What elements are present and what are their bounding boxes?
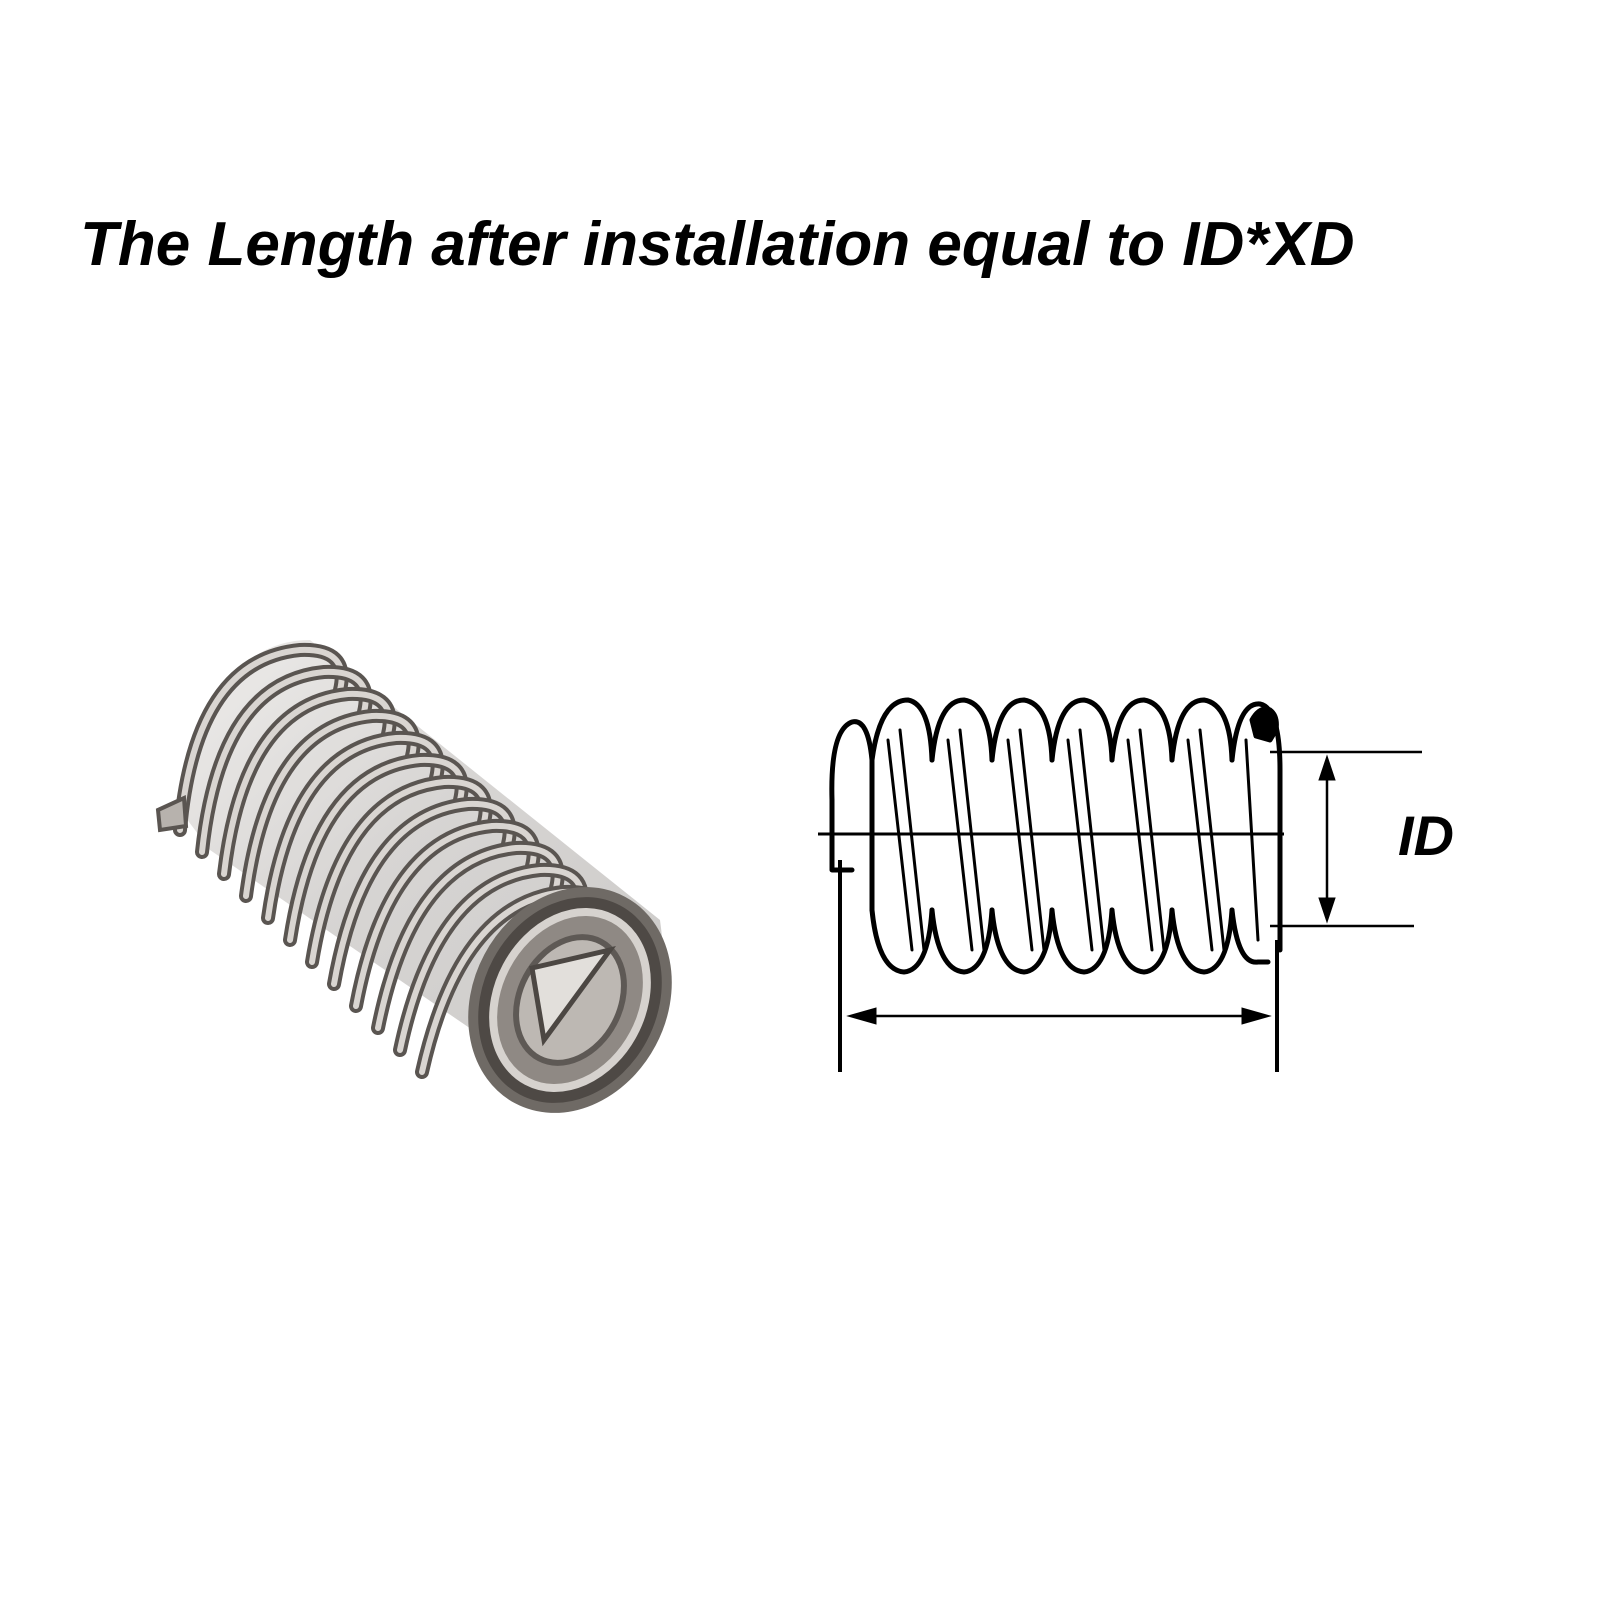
coil-turns <box>173 642 613 1079</box>
thread-insert-photo <box>155 640 672 1113</box>
headline: The Length after installation equal to I… <box>80 210 1355 279</box>
coil-profile <box>829 697 1283 975</box>
coil-opening <box>468 887 672 1113</box>
id-dimension <box>1270 750 1422 928</box>
id-dimension-label: ID <box>1398 804 1454 867</box>
coil-tail-tip <box>155 794 189 833</box>
length-dimension <box>838 860 1279 1072</box>
thread-insert-drawing <box>818 697 1422 1072</box>
